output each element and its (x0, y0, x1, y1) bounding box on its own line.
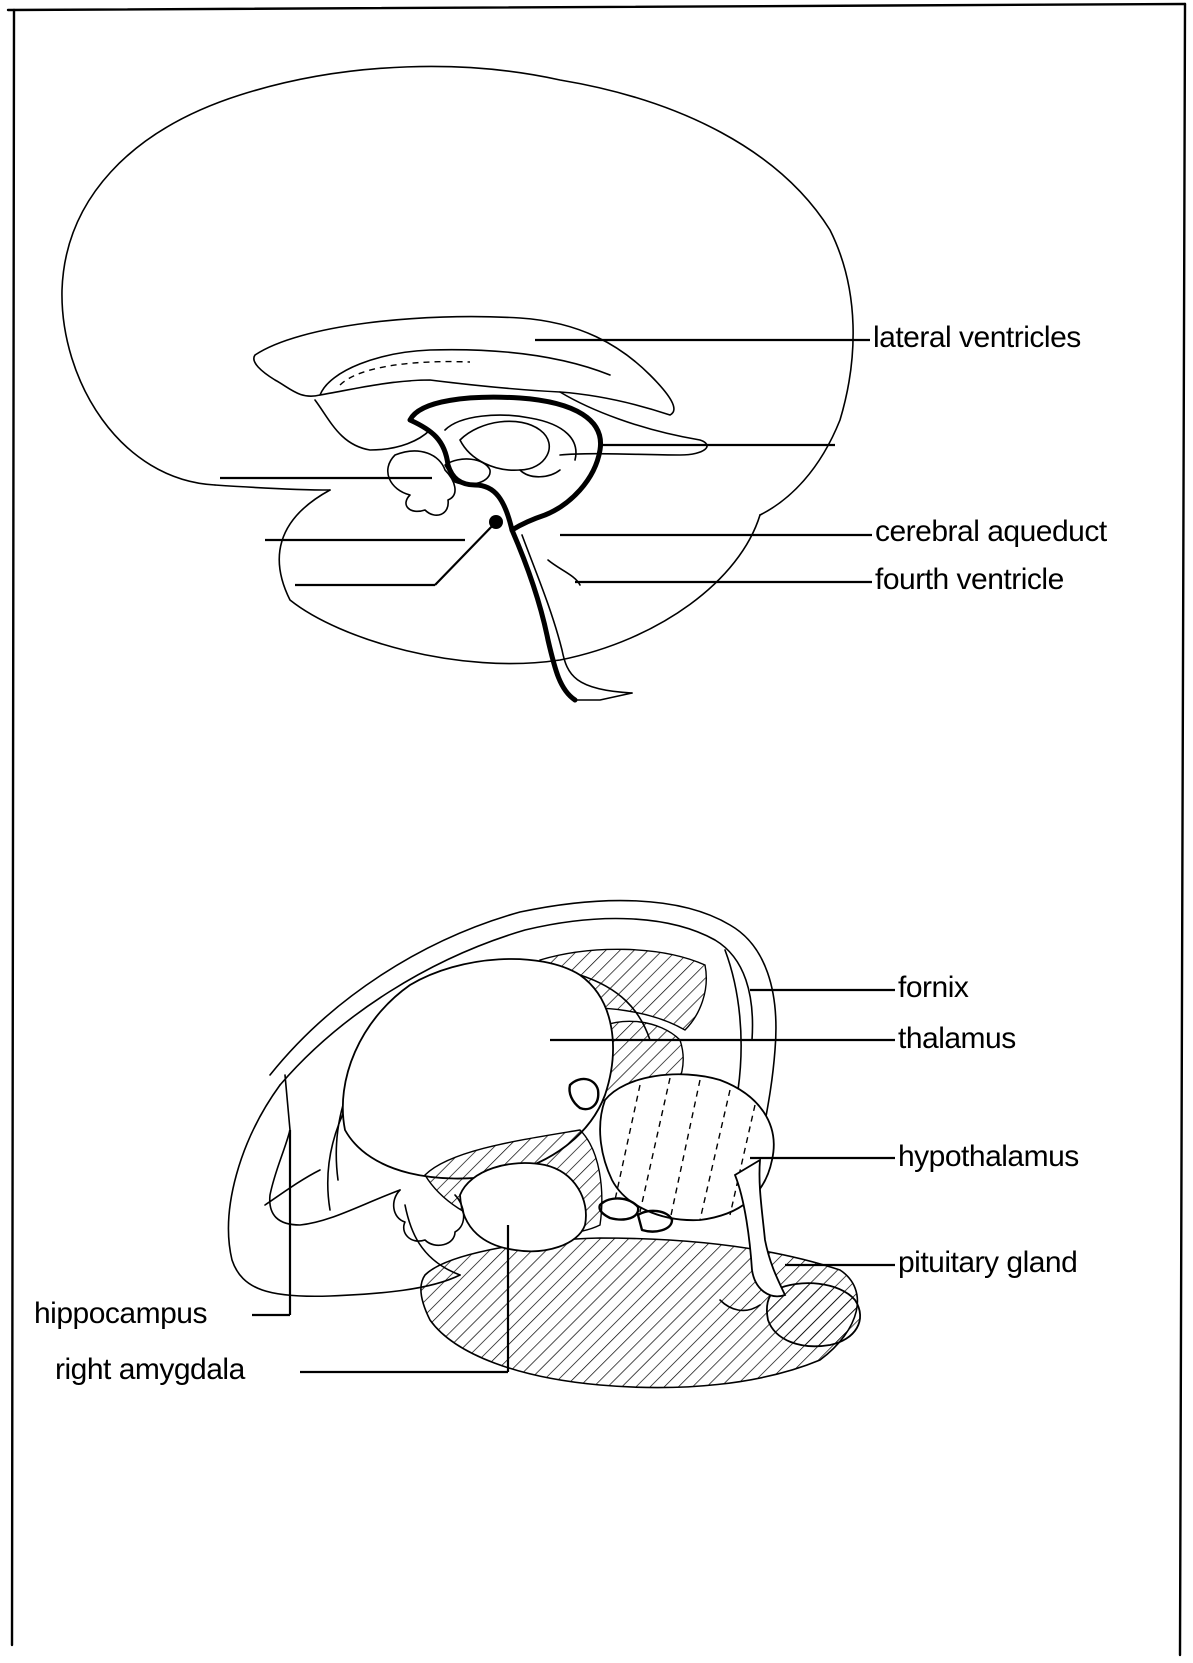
label-cerebral-aqueduct: cerebral aqueduct (875, 515, 1107, 549)
top-leader-lines (220, 340, 872, 585)
label-right-amygdala: right amygdala (55, 1353, 245, 1387)
cerebrum-outline (62, 66, 853, 515)
label-hypothalamus: hypothalamus (898, 1140, 1079, 1174)
right-amygdala-shape (460, 1163, 586, 1251)
label-pituitary-gland: pituitary gland (898, 1246, 1077, 1280)
third-ventricle-outline (410, 397, 601, 530)
sagittal-brain-drawing (62, 66, 853, 700)
label-fornix: fornix (898, 971, 968, 1005)
label-fourth-ventricle: fourth ventricle (875, 563, 1064, 597)
limbic-system-drawing (229, 901, 861, 1388)
label-thalamus: thalamus (898, 1022, 1016, 1056)
page-border (8, 4, 1185, 1655)
cerebellum-outline (279, 490, 760, 664)
label-lateral-ventricles: lateral ventricles (873, 321, 1081, 355)
cerebral-aqueduct-canal (512, 530, 575, 700)
label-hippocampus: hippocampus (34, 1297, 207, 1331)
